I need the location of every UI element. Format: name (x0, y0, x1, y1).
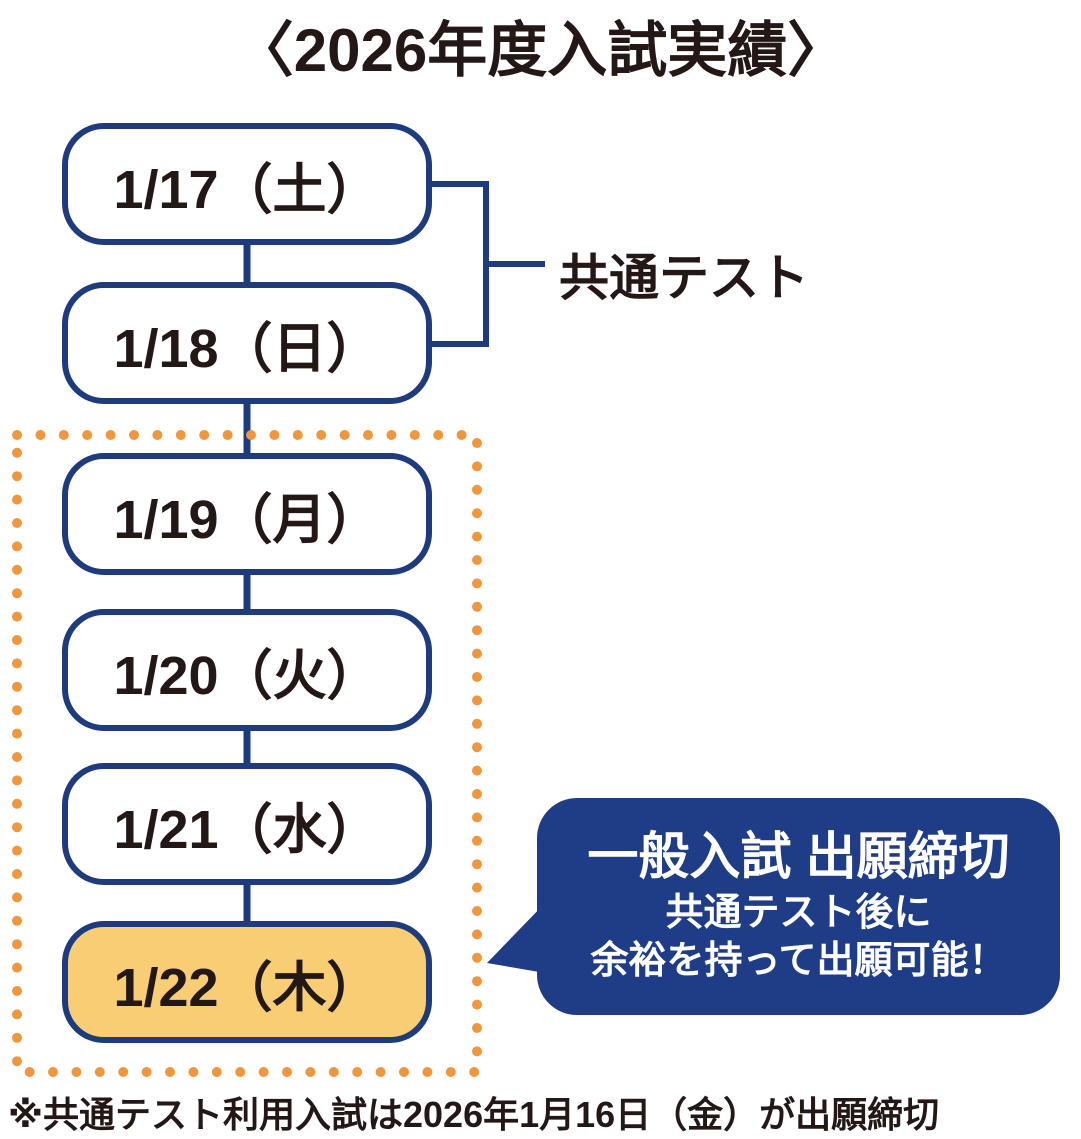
footnote: ※共通テスト利用入試は2026年1月16日（金）が出願締切 (8, 1094, 940, 1135)
callout-line-3: 余裕を持って出願可能！ (590, 939, 1007, 982)
common-test-bracket (430, 181, 545, 347)
callout-tail (487, 903, 545, 973)
date-label: 1/19（月） (113, 489, 381, 550)
date-label: 1/21（水） (113, 799, 381, 860)
callout-line-2: 共通テスト後に (665, 892, 932, 935)
common-test-label: 共通テスト (559, 250, 809, 306)
date-box-1-21: 1/21（水） (62, 763, 432, 885)
date-box-1-20: 1/20（火） (62, 609, 432, 731)
date-label: 1/22（木） (113, 957, 381, 1018)
page-title: 〈2026年度入試実績〉 (233, 17, 848, 84)
date-box-1-17: 1/17（土） (62, 123, 432, 245)
dotted-frame (12, 430, 482, 1077)
date-box-1-19: 1/19（月） (62, 453, 432, 575)
date-label: 1/18（日） (113, 318, 381, 379)
application-deadline-callout: 一般入試 出願締切 共通テスト後に 余裕を持って出願可能！ (537, 798, 1060, 1015)
date-label: 1/20（火） (113, 645, 381, 706)
date-label: 1/17（土） (113, 159, 381, 220)
callout-title: 一般入試 出願締切 (587, 828, 1010, 886)
date-box-1-18: 1/18（日） (62, 282, 432, 404)
date-box-1-22-highlighted: 1/22（木） (62, 921, 432, 1043)
